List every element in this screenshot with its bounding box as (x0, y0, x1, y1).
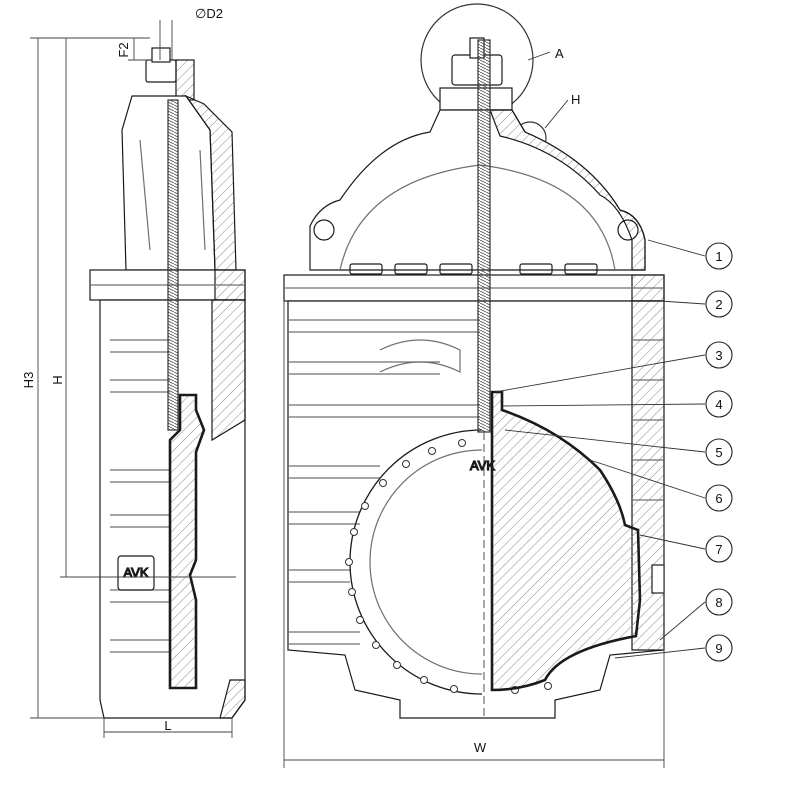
svg-text:6: 6 (715, 491, 722, 506)
balloon-7: 7 (705, 535, 733, 563)
detail-a-label: A (555, 46, 564, 61)
balloon-3: 3 (705, 341, 733, 369)
svg-text:AVK: AVK (123, 565, 148, 580)
balloon-2: 2 (705, 290, 733, 318)
svg-text:8: 8 (715, 595, 722, 610)
dim-f2-label: F2 (116, 42, 131, 57)
dim-h3-label: H3 (21, 372, 36, 389)
balloon-leaders (494, 239, 706, 659)
svg-text:4: 4 (715, 397, 722, 412)
balloon-1: 1 (705, 242, 733, 270)
svg-text:AVK: AVK (470, 458, 495, 473)
dim-d2-label: ∅D2 (195, 6, 223, 21)
front-view: AVK (283, 3, 665, 719)
detail-leaders (527, 51, 569, 129)
svg-text:3: 3 (715, 348, 722, 363)
balloon-4: 4 (705, 390, 733, 418)
front-dimensions (283, 300, 665, 768)
balloon-6: 6 (705, 484, 733, 512)
side-view: AVK (89, 47, 246, 719)
side-dimensions (30, 20, 236, 738)
svg-text:5: 5 (715, 445, 722, 460)
svg-text:2: 2 (715, 297, 722, 312)
dim-h-label: H (50, 375, 65, 384)
balloon-5: 5 (705, 438, 733, 466)
balloon-9: 9 (705, 634, 733, 662)
dim-w-label: W (474, 740, 487, 755)
balloon-8: 8 (705, 588, 733, 616)
svg-text:9: 9 (715, 641, 722, 656)
svg-text:7: 7 (715, 542, 722, 557)
dim-l-label: L (164, 718, 171, 733)
balloons: 1 2 3 4 5 6 7 8 9 (705, 242, 733, 662)
svg-text:1: 1 (715, 249, 722, 264)
detail-h-label: H (571, 92, 580, 107)
